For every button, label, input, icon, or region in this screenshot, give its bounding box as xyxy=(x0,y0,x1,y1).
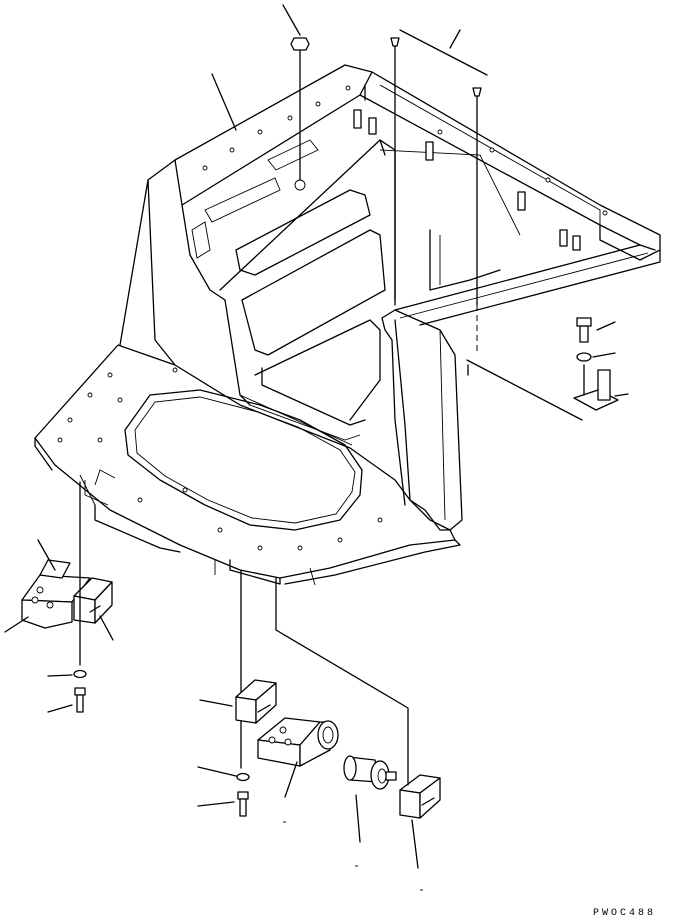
pivot-bracket-icon xyxy=(257,717,339,798)
rubber-mount-icon xyxy=(343,755,397,843)
left-washer-icon xyxy=(47,669,87,679)
frame-leader xyxy=(211,73,237,131)
left-clamp-cap-icon xyxy=(73,577,114,641)
dowel-pin-pair-icon xyxy=(390,29,488,355)
side-bracket-icon xyxy=(573,364,629,411)
top-mount-bolt-icon xyxy=(282,4,310,181)
frame-studs xyxy=(353,109,581,251)
frame-bolt-holes xyxy=(57,85,608,551)
drawing-code: PWOC488 xyxy=(593,908,657,919)
right-clamp-cap-icon xyxy=(399,774,441,869)
side-washer-icon xyxy=(576,352,616,362)
side-bracket-leader xyxy=(466,359,583,421)
left-support-block-icon xyxy=(4,539,91,633)
right-guide-line xyxy=(275,577,409,786)
operator-frame xyxy=(34,64,661,586)
center-clamp-cap-icon xyxy=(199,679,277,724)
center-bolt-icon xyxy=(197,791,249,817)
center-washer-icon xyxy=(197,766,250,782)
left-bolt-icon xyxy=(47,687,86,713)
side-bolt-icon xyxy=(576,317,616,343)
